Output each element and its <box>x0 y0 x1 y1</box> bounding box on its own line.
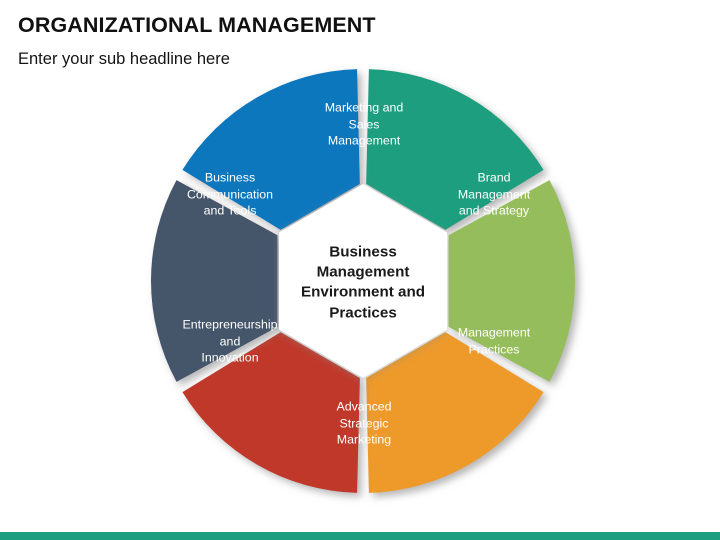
page-subtitle: Enter your sub headline here <box>18 49 230 68</box>
wheel-center-hexagon <box>279 184 447 378</box>
footer-accent-bar <box>0 532 720 540</box>
center-hexagon-label: Business Management Environment and Prac… <box>300 243 426 322</box>
header: ORGANIZATIONAL MANAGEMENT Enter your sub… <box>18 13 698 68</box>
wheel-segment-marketing-and-sales-management[interactable] <box>366 69 544 230</box>
wheel-segments <box>151 69 575 493</box>
center-hexagon-shape[interactable] <box>279 184 447 378</box>
wheel-segment-entrepreneurship-and-innovation[interactable] <box>151 180 278 382</box>
page-title: ORGANIZATIONAL MANAGEMENT <box>18 13 376 37</box>
wheel-segment-advanced-strategic-marketing[interactable] <box>182 332 360 493</box>
wheel-segment-management-practices[interactable] <box>366 332 544 493</box>
wheel-segment-business-communication-and-tools[interactable] <box>182 69 360 230</box>
wheel-segment-brand-management-and-strategy[interactable] <box>448 180 575 382</box>
